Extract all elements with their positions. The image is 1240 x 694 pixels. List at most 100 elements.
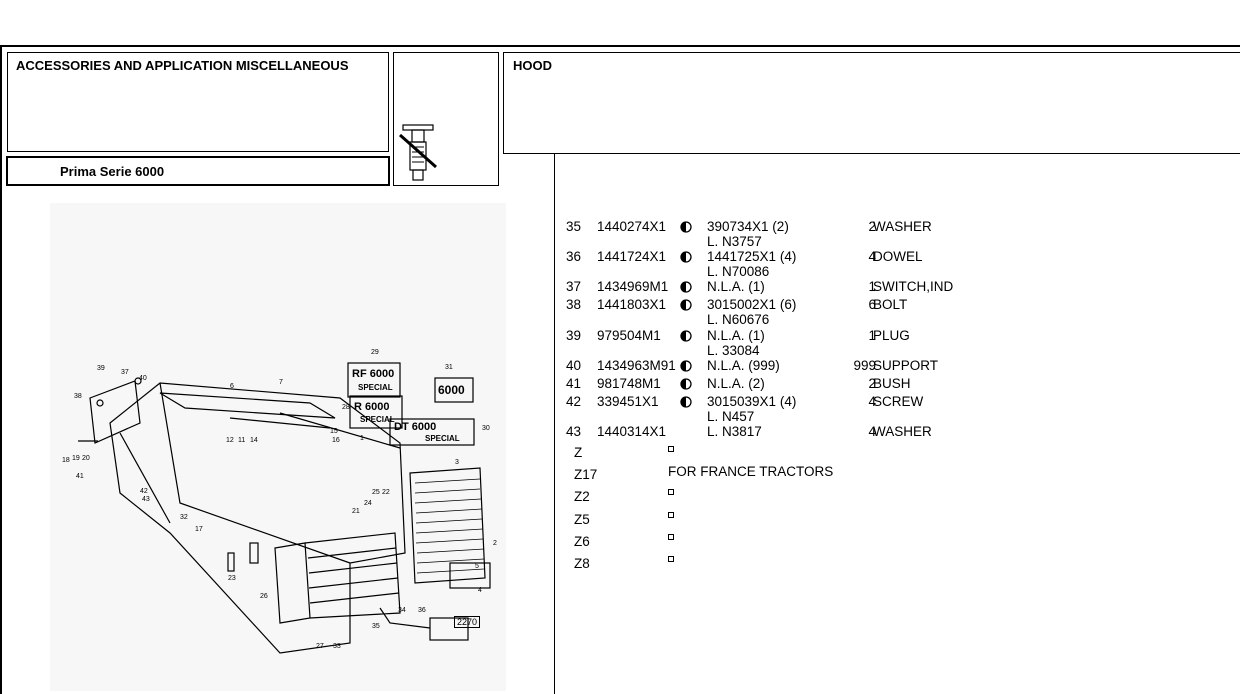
description: WASHER [873, 424, 932, 439]
model-box: Prima Serie 6000 [6, 156, 390, 186]
decal-special-2: SPECIAL [360, 415, 395, 424]
note-code: Z8 [574, 556, 590, 571]
model-name: Prima Serie 6000 [60, 164, 165, 179]
alt-part: N.L.A. (999) [707, 358, 780, 373]
callout: 14 [250, 437, 258, 444]
decal-dt6000: DT 6000 [394, 421, 437, 433]
description: SCREW [873, 394, 924, 409]
quantity: 2 [868, 376, 876, 391]
part-number: 981748M1 [597, 376, 661, 391]
note-code: Z [574, 445, 583, 460]
callout: 18 [62, 457, 70, 464]
group-title: HOOD [513, 58, 552, 73]
callout: 30 [482, 425, 490, 432]
square-icon [668, 446, 674, 452]
note-code: Z5 [574, 512, 590, 527]
alt-part: 3015002X1 (6) [707, 297, 797, 312]
decal-r6000: R 6000 [354, 401, 390, 413]
quantity: 4 [868, 424, 876, 439]
note-text: FOR FRANCE TRACTORS [668, 464, 834, 479]
callout: 15 [330, 428, 338, 435]
half-circle-icon [680, 378, 692, 390]
quantity: 2 [868, 219, 876, 234]
list-item: Z6 [574, 533, 1174, 551]
half-circle-icon [680, 330, 692, 342]
callout: 33 [333, 643, 341, 650]
description: SUPPORT [873, 358, 939, 373]
callout: 17 [195, 526, 203, 533]
quantity: 999 [853, 358, 876, 373]
part-number: 979504M1 [597, 328, 661, 343]
callout: 36 [418, 607, 426, 614]
description: BUSH [873, 376, 911, 391]
table-row: 41 981748M1 N.L.A. (2) 2 BUSH [566, 377, 1236, 394]
list-item: Z5 [574, 511, 1174, 529]
callout: 19 [72, 455, 80, 462]
decal-special-3: SPECIAL [425, 434, 460, 443]
callout: 40 [139, 375, 147, 382]
callout: 26 [260, 593, 268, 600]
table-row: 43 1440314X1 L. N3817 4 WASHER [566, 425, 1236, 442]
alt-part: 3015039X1 (4) [707, 394, 797, 409]
note-code: Z17 [574, 467, 598, 482]
square-icon [668, 556, 674, 562]
ref-number: 37 [566, 279, 582, 294]
half-circle-icon [680, 360, 692, 372]
callout: 38 [74, 393, 82, 400]
half-circle-icon [680, 396, 692, 408]
callout: 20 [82, 455, 90, 462]
quantity: 4 [868, 394, 876, 409]
callout: 39 [97, 365, 105, 372]
callout: 25 [372, 489, 380, 496]
callout: 24 [364, 500, 372, 507]
part-number: 1434963M91 [597, 358, 676, 373]
ref-number: 42 [566, 394, 582, 409]
square-icon [668, 489, 674, 495]
hood-assembly-drawing [78, 362, 491, 654]
description: DOWEL [873, 249, 923, 264]
section-title-box: ACCESSORIES AND APPLICATION MISCELLANEOU… [7, 52, 389, 152]
description: PLUG [873, 328, 910, 343]
hood-group-icon [399, 124, 437, 181]
ref-number: 39 [566, 328, 582, 343]
notes-list: Z Z17 FOR FRANCE TRACTORS Z2 Z5 Z6 Z8 [574, 444, 1174, 574]
callout: 4 [478, 587, 482, 594]
drawing-number: 2270 [454, 616, 481, 628]
callout: 27 [316, 643, 324, 650]
callout: 16 [332, 437, 340, 444]
callout: 42 [140, 488, 148, 495]
callout: 32 [180, 514, 188, 521]
description: BOLT [873, 297, 908, 312]
ref-number: 35 [566, 219, 582, 234]
note: L. 33084 [707, 343, 760, 358]
top-rule [0, 45, 1240, 47]
callout: 5 [475, 563, 479, 570]
description: WASHER [873, 219, 932, 234]
decal-rf6000: RF 6000 [352, 368, 395, 380]
section-title: ACCESSORIES AND APPLICATION MISCELLANEOU… [16, 58, 349, 73]
alt-part: N.L.A. (1) [707, 279, 765, 294]
callout: 21 [352, 508, 360, 515]
column-divider [554, 154, 555, 694]
note: L. N3817 [707, 424, 762, 439]
part-number: 1440314X1 [597, 424, 667, 439]
half-circle-icon [680, 281, 692, 293]
callout: 6 [230, 383, 234, 390]
half-circle-icon [680, 251, 692, 263]
square-icon [668, 534, 674, 540]
table-row: 40 1434963M91 N.L.A. (999) 999 SUPPORT [566, 359, 1236, 376]
description: SWITCH,IND [873, 279, 954, 294]
callout: 35 [372, 623, 380, 630]
ref-number: 36 [566, 249, 582, 264]
callout: 3 [455, 459, 459, 466]
callout: 7 [279, 379, 283, 386]
alt-part: 1441725X1 (4) [707, 249, 797, 264]
decal-special-1: SPECIAL [358, 383, 393, 392]
callout: 2 [493, 540, 497, 547]
left-rule [0, 45, 2, 694]
exploded-diagram: RF 6000 SPECIAL R 6000 SPECIAL DT 6000 S… [50, 203, 506, 691]
parts-list: 35 1440274X1 390734X1 (2) L. N3757 2 WAS… [566, 220, 1236, 450]
quantity: 4 [868, 249, 876, 264]
callout: 11 [238, 437, 246, 444]
callout: 29 [371, 349, 379, 356]
